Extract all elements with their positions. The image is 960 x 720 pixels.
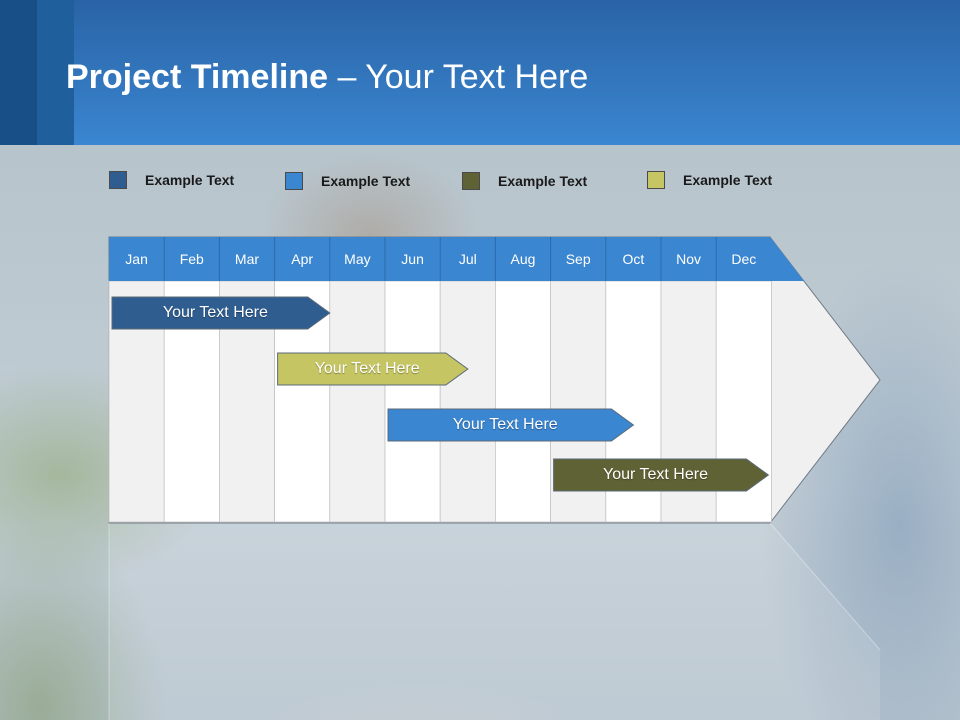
title-bold-part: Project Timeline xyxy=(66,58,329,96)
month-label-jul: Jul xyxy=(458,251,477,267)
month-header-dividers xyxy=(163,237,717,281)
task-bar-3[interactable] xyxy=(387,408,635,442)
month-label-aug: Aug xyxy=(510,251,536,267)
task-bar-4[interactable] xyxy=(553,458,770,492)
legend-item-2: Example Text xyxy=(285,172,410,190)
chart-reflection xyxy=(109,523,880,720)
task-bar-label-4: Your Text Here xyxy=(603,466,708,483)
title-bar: Project Timeline – Your Text Here xyxy=(0,0,960,145)
legend-item-4: Example Text xyxy=(647,171,772,189)
task-bar-2[interactable] xyxy=(277,352,469,386)
month-label-oct: Oct xyxy=(622,251,645,267)
title-rest-part: – Your Text Here xyxy=(328,58,589,96)
task-bars xyxy=(111,296,770,492)
month-label-jan: Jan xyxy=(125,251,148,267)
month-label-dec: Dec xyxy=(731,251,757,267)
legend-label-3: Example Text xyxy=(498,173,588,189)
task-bar-1[interactable] xyxy=(111,296,331,330)
month-label-nov: Nov xyxy=(676,251,702,267)
month-column-jul xyxy=(439,280,496,523)
month-label-jun: Jun xyxy=(401,251,424,267)
reflection-edge-right xyxy=(769,522,881,651)
legend-label-4: Example Text xyxy=(683,172,773,188)
legend-swatch-2 xyxy=(285,172,303,190)
header-accent-stripe xyxy=(0,0,74,145)
legend-item-3: Example Text xyxy=(462,172,587,190)
month-label-may: May xyxy=(344,251,371,267)
month-header-band xyxy=(109,237,804,281)
task-bar-label-1: Your Text Here xyxy=(162,304,268,321)
legend-swatch-4 xyxy=(647,171,665,189)
legend-swatch-1 xyxy=(109,171,127,189)
task-bar-label-3: Your Text Here xyxy=(452,416,558,433)
legend-item-1: Example Text xyxy=(109,171,234,189)
month-column-aug xyxy=(494,280,551,523)
task-bar-label-2: Your Text Here xyxy=(314,360,420,377)
legend-label-1: Example Text xyxy=(145,172,235,188)
legend-swatch-3 xyxy=(462,172,480,190)
month-column-jun xyxy=(384,280,441,523)
month-label-sep: Sep xyxy=(565,251,591,267)
month-label-feb: Feb xyxy=(179,251,204,267)
month-label-mar: Mar xyxy=(234,251,260,267)
month-column-may xyxy=(329,280,386,523)
page-title: Project Timeline – Your Text Here xyxy=(66,58,588,97)
legend-label-2: Example Text xyxy=(321,173,411,189)
month-label-apr: Apr xyxy=(291,251,314,267)
